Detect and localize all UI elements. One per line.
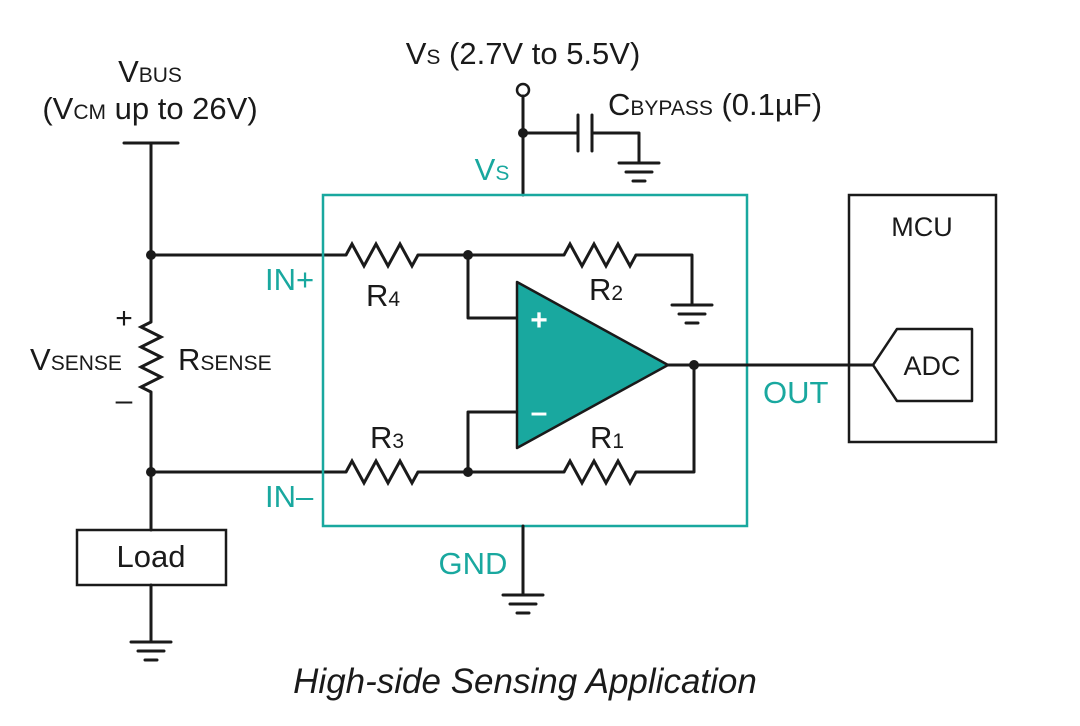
ground-icon	[617, 161, 661, 183]
r4-label: R4	[366, 278, 400, 313]
sense-plus-sign: +	[115, 302, 133, 335]
diagram-caption: High-side Sensing Application	[293, 662, 757, 701]
bus-branch: VBUS (VCM up to 26V) + – VSENSE RSENSE L…	[30, 54, 272, 662]
load-label: Load	[117, 539, 186, 574]
adc-label: ADC	[903, 351, 960, 381]
r1-resistor	[562, 457, 638, 487]
ic-package-box	[321, 193, 749, 528]
vs-pin-label: VS	[475, 152, 510, 187]
r4-resistor	[344, 240, 420, 270]
r1-label: R1	[590, 420, 624, 455]
gnd-pin-label: GND	[439, 546, 508, 581]
cbypass-label: CBYPASS (0.1µF)	[608, 87, 822, 122]
ground-icon	[670, 303, 714, 325]
mcu-box	[847, 193, 998, 444]
in-plus-pin-label: IN+	[265, 262, 314, 297]
in-minus-pin-label: IN–	[265, 479, 314, 514]
r3-resistor	[344, 457, 420, 487]
r2-label: R2	[589, 272, 623, 307]
internal-network: R4 R2 R3 R1	[344, 240, 714, 487]
bypass-wire-right	[590, 131, 641, 165]
vsense-label: VSENSE	[30, 342, 122, 377]
inv-input-wire	[466, 410, 519, 474]
ground-icon	[501, 593, 545, 615]
vs-supply-label: VS (2.7V to 5.5V)	[406, 36, 641, 71]
adc-block	[871, 327, 974, 403]
supply-branch: VS (2.7V to 5.5V) CBYPASS (0.1µF)	[406, 36, 822, 197]
junction-output	[689, 360, 699, 370]
opamp: + –	[515, 280, 670, 450]
r3-label: R3	[370, 420, 404, 455]
opamp-triangle-icon	[515, 280, 670, 450]
vbus-label: VBUS	[118, 54, 182, 89]
out-pin-label: OUT	[763, 375, 829, 410]
feedback-wire	[634, 363, 696, 474]
opamp-minus-sign: –	[531, 396, 548, 429]
sense-minus-sign: –	[116, 384, 133, 417]
ground-icon	[129, 640, 173, 662]
rsense-label: RSENSE	[178, 342, 272, 377]
mcu-label: MCU	[891, 212, 953, 242]
supply-terminal-icon	[515, 82, 531, 98]
capacitor-icon	[576, 113, 594, 153]
mcu-block: MCU ADC	[847, 193, 998, 444]
vcm-label: (VCM up to 26V)	[42, 91, 257, 126]
opamp-plus-sign: +	[530, 304, 548, 337]
noninv-input-wire	[466, 253, 519, 320]
r2-resistor	[562, 240, 638, 270]
rsense-resistor	[137, 320, 165, 394]
r2-ground-wire	[634, 253, 694, 307]
